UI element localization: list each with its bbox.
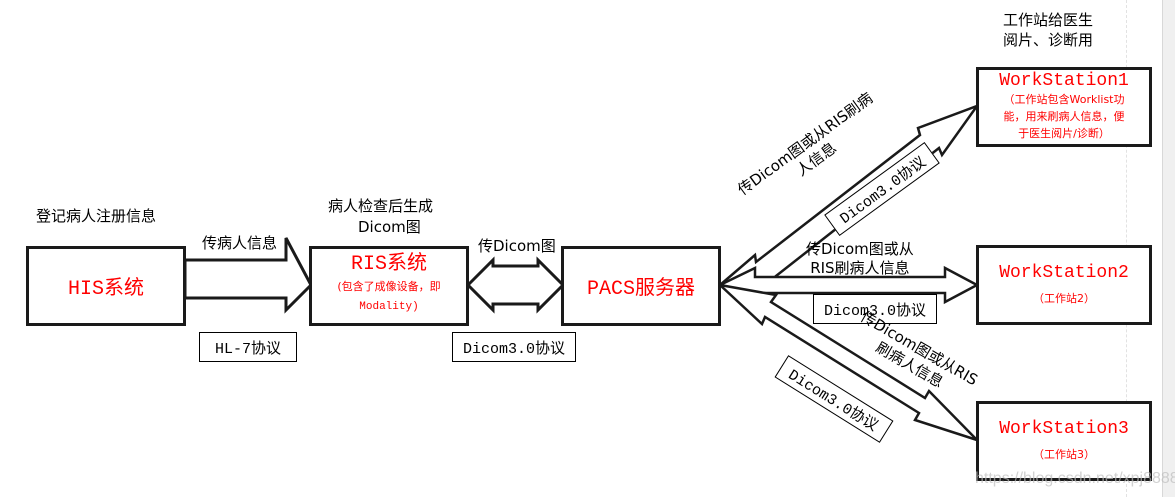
pacs-ws2-label-line2: RIS刷病人信息 [810, 259, 910, 277]
ris-node[interactable]: RIS系统 (包含了成像设备，即 Modality) [309, 246, 469, 326]
arrow-his-to-ris [183, 237, 313, 314]
ris-subtitle-line1: (包含了成像设备，即 [337, 280, 441, 293]
ws1-caption-line1: 工作站给医生 [1003, 11, 1094, 29]
ws1-title: WorkStation1 [999, 71, 1129, 91]
ris-caption-line2: Dicom图 [358, 218, 421, 236]
arrow-ris-pacs [465, 256, 566, 314]
ws3-node[interactable]: WorkStation3 （工作站3） [976, 401, 1152, 481]
ws1-subtitle-line2: 能，用来刷病人信息，便 [1003, 110, 1125, 123]
his-node[interactable]: HIS系统 [26, 246, 186, 326]
ws2-title: WorkStation2 [999, 263, 1129, 283]
watermark: https://blog.csdn.net/xpj8888 [975, 470, 1175, 487]
ws1-node[interactable]: WorkStation1 （工作站包含Worklist功 能，用来刷病人信息，便… [976, 67, 1152, 147]
pacs-title: PACS服务器 [586, 278, 695, 301]
his-caption: 登记病人注册信息 [36, 207, 157, 225]
ris-pacs-protocol: Dicom3.0协议 [452, 332, 576, 362]
ws2-subtitle: （工作站2） [1033, 292, 1095, 305]
pacs-ws2-protocol: Dicom3.0协议 [813, 294, 937, 324]
ris-caption-line1: 病人检查后生成 [328, 197, 434, 215]
his-ris-protocol: HL-7协议 [199, 332, 297, 362]
ris-subtitle-line2: Modality) [359, 301, 419, 313]
ris-title: RIS系统 [350, 253, 427, 276]
ws1-caption-line2: 阅片、诊断用 [1003, 31, 1094, 49]
his-title: HIS系统 [67, 278, 144, 301]
his-ris-label: 传病人信息 [202, 234, 278, 252]
vertical-scrollbar[interactable] [1162, 0, 1175, 497]
ws1-subtitle-line1: （工作站包含Worklist功 [1003, 93, 1125, 106]
ws3-title: WorkStation3 [999, 419, 1129, 439]
ws1-subtitle-line3: 于医生阅片/诊断） [1018, 127, 1110, 140]
ris-pacs-label: 传Dicom图 [478, 237, 556, 255]
ws2-node[interactable]: WorkStation2 （工作站2） [976, 245, 1152, 325]
pacs-node[interactable]: PACS服务器 [561, 246, 721, 326]
pacs-ws2-label: 传Dicom图或从 RIS刷病人信息 [806, 240, 914, 278]
pacs-ws2-label-line1: 传Dicom图或从 [806, 240, 914, 258]
ws3-subtitle: （工作站3） [1033, 448, 1095, 461]
